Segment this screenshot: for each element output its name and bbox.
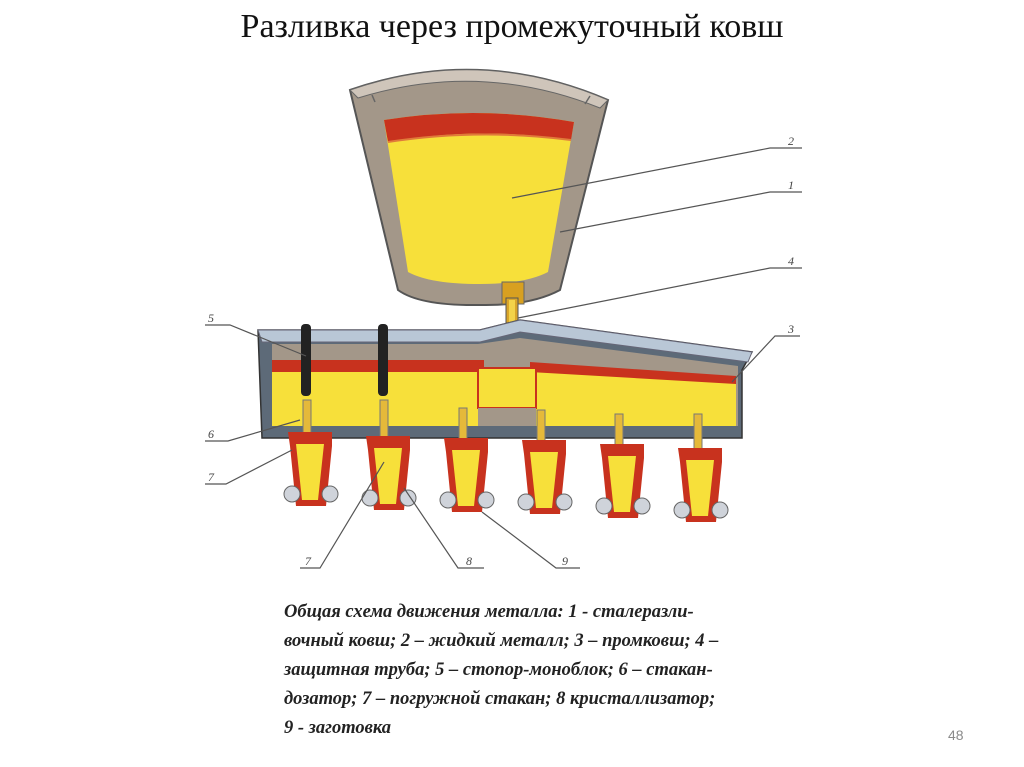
label-7-bottom: 7	[305, 554, 312, 568]
caption-line: защитная труба; 5 – стопор-моноблок; 6 –…	[284, 656, 799, 685]
label-4: 4	[788, 254, 794, 268]
label-5: 5	[208, 311, 214, 325]
label-2: 2	[788, 134, 794, 148]
caption-line: 9 - заготовка	[284, 714, 799, 743]
caption-line: Общая схема движения металла: 1 - сталер…	[284, 598, 799, 627]
figure-caption: Общая схема движения металла: 1 - сталер…	[284, 598, 799, 743]
label-8: 8	[466, 554, 472, 568]
caption-line: вочный ковш; 2 – жидкий металл; 3 – пром…	[284, 627, 799, 656]
label-9: 9	[562, 554, 568, 568]
tundish	[258, 320, 752, 438]
caption-line: дозатор; 7 – погружной стакан; 8 кристал…	[284, 685, 799, 714]
page-number: 48	[948, 727, 964, 743]
label-3: 3	[787, 322, 794, 336]
label-1: 1	[788, 178, 794, 192]
label-7-left: 7	[208, 470, 215, 484]
label-6: 6	[208, 427, 214, 441]
